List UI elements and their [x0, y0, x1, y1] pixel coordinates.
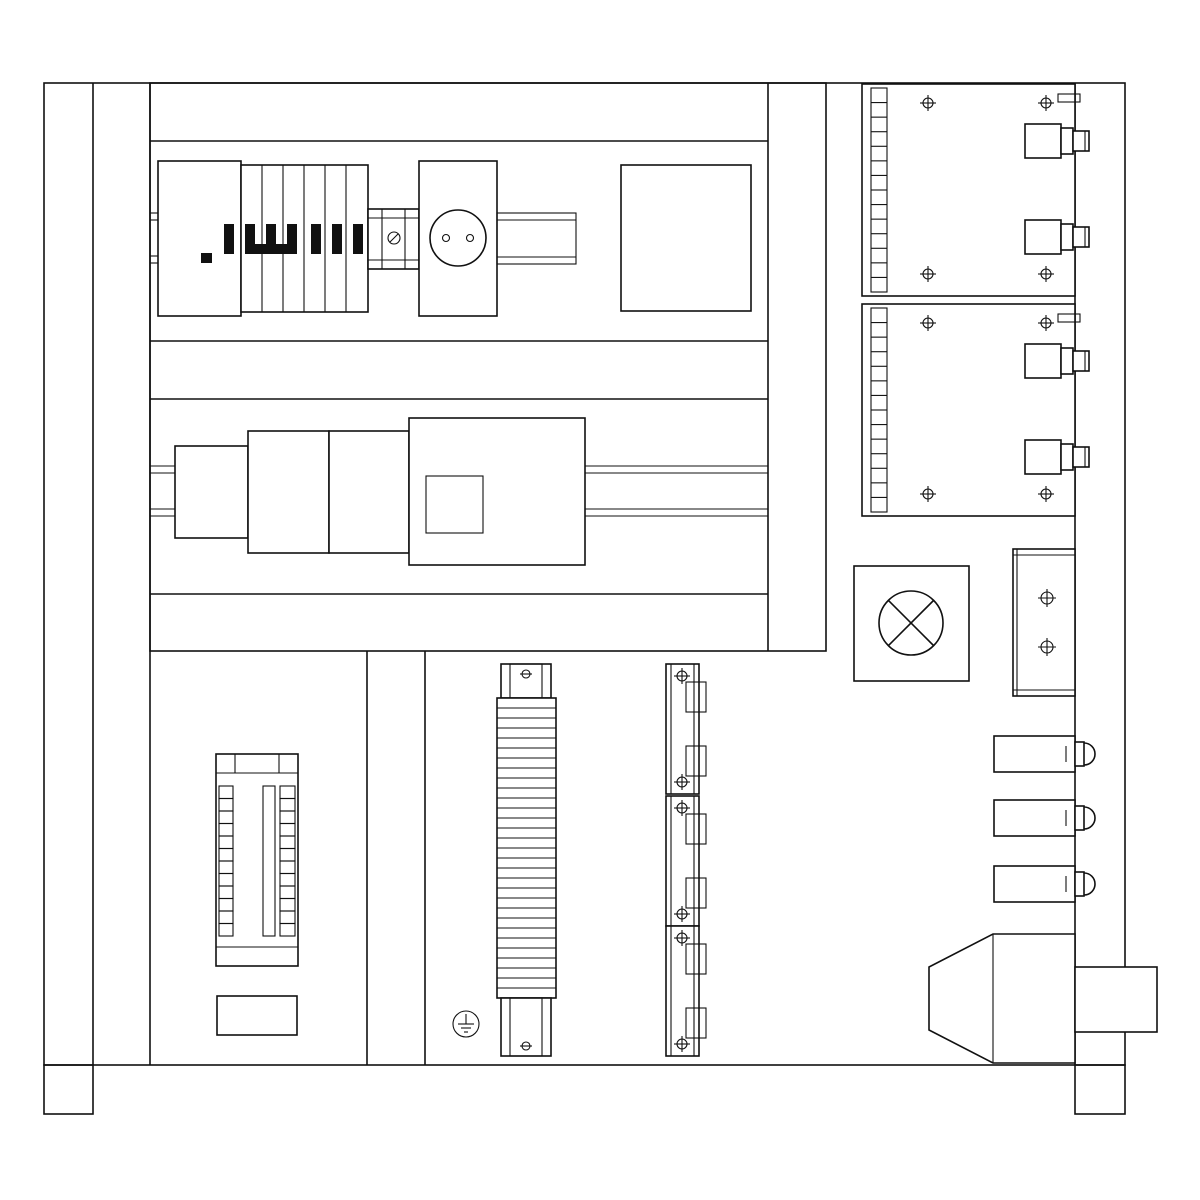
- terminal-strip: [496, 663, 557, 1057]
- mounting-screw-icon: [1038, 589, 1056, 607]
- rail-clip: [367, 208, 420, 270]
- mounting-screw-icon: [674, 774, 690, 790]
- mounting-screw-icon: [920, 266, 936, 282]
- mounting-screw-icon: [920, 486, 936, 502]
- io-right-pins: [279, 785, 296, 937]
- transformer: [408, 417, 586, 566]
- breaker-group: [224, 164, 369, 313]
- relay: [1024, 343, 1090, 379]
- terminal-lines: [497, 707, 556, 989]
- nameplate: [216, 995, 298, 1036]
- contactor-small: [174, 445, 249, 539]
- io-left-pins: [218, 785, 234, 937]
- transformer-label-plate: [425, 475, 484, 534]
- right-foot: [1074, 1064, 1126, 1115]
- main-breaker-toggle: [201, 253, 212, 263]
- right-section: [853, 83, 1158, 1064]
- relay: [1024, 439, 1090, 475]
- lower-section: [215, 651, 707, 1065]
- din-rail-row-2: [150, 417, 768, 566]
- terminal-block: [665, 795, 707, 927]
- left-foot: [43, 1064, 94, 1115]
- mounting-screw-icon: [1038, 266, 1054, 282]
- contactor-2: [328, 430, 410, 554]
- mounting-screw-icon: [674, 1036, 690, 1052]
- io-module: [215, 753, 299, 967]
- push-button: [993, 735, 1096, 773]
- ground-icon: [452, 1010, 480, 1038]
- mounting-screw-icon: [920, 315, 936, 331]
- relay: [1024, 123, 1090, 159]
- upper-mounting-plate: [149, 82, 827, 652]
- push-buttons: [993, 735, 1096, 903]
- push-button: [993, 799, 1096, 837]
- fuse-blocks: [665, 663, 707, 1057]
- control-module: [620, 164, 752, 312]
- mounting-screw-icon: [1038, 95, 1054, 111]
- din-rail-row-1: [150, 160, 752, 317]
- mounting-screw-icon: [674, 930, 690, 946]
- mounting-screw-icon: [1038, 315, 1054, 331]
- mounting-screw-icon: [920, 95, 936, 111]
- power-socket-icon: [418, 160, 498, 317]
- indicator-lamp-icon: [853, 565, 970, 682]
- terminal-block: [665, 925, 707, 1057]
- relay-boards: [861, 83, 1090, 517]
- mounting-screw-icon: [674, 800, 690, 816]
- mounting-screw-icon: [1038, 638, 1056, 656]
- mounting-screw-icon: [674, 906, 690, 922]
- junction-box: [1012, 548, 1076, 697]
- contactor-1: [247, 430, 330, 554]
- push-button: [993, 865, 1096, 903]
- relay: [1024, 219, 1090, 255]
- upper-plate-outline: [149, 82, 827, 652]
- cable-gland: [928, 933, 1158, 1064]
- relay-board: [861, 83, 1090, 297]
- relay-board: [861, 303, 1090, 517]
- terminal-block: [665, 663, 707, 795]
- mounting-screw-icon: [1038, 486, 1054, 502]
- mounting-screw-icon: [674, 668, 690, 684]
- din-rail-end: [496, 212, 577, 265]
